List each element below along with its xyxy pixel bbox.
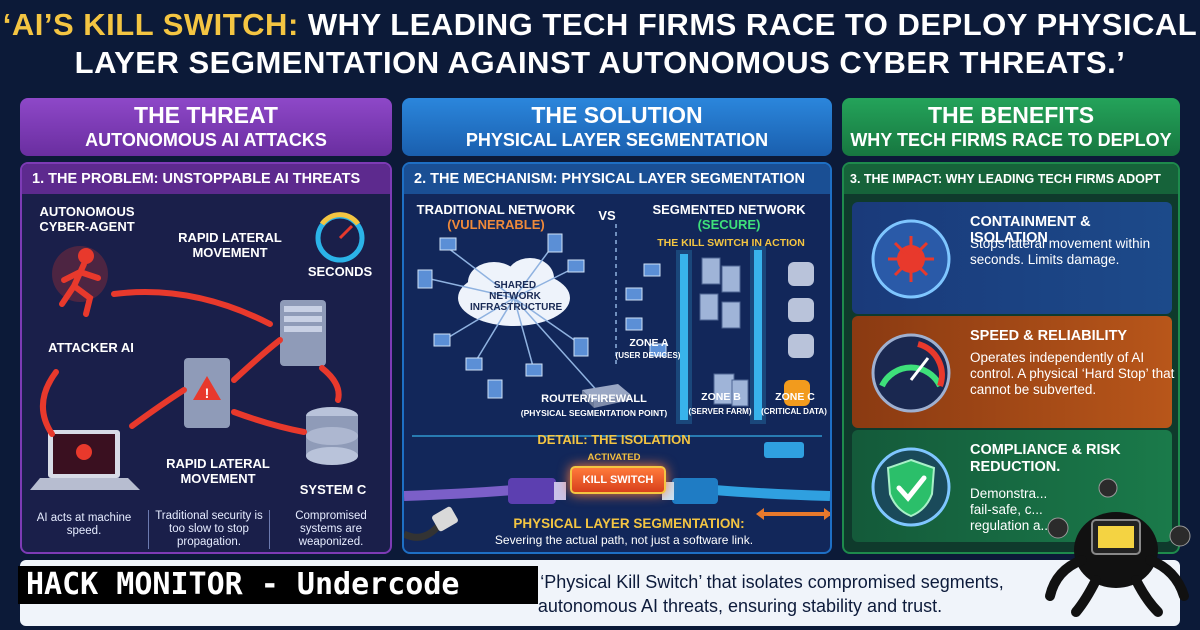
agent-label: AUTONOMOUS CYBER-AGENT — [39, 204, 135, 234]
detail-label: DETAIL: THE ISOLATION — [537, 432, 691, 447]
check-shield-icon — [871, 447, 951, 527]
router-sub: (PHYSICAL SEGMENTATION POINT) — [520, 408, 668, 418]
zone-c-sub: (CRITICAL DATA) — [761, 407, 827, 416]
note-weaponized: Compromised systems are weaponized. — [295, 510, 367, 548]
note-too-slow: Traditional security is too slow to stop… — [148, 510, 270, 549]
rapid-movement-label-2: RAPID LATERAL MOVEMENT — [166, 456, 270, 486]
kill-switch-button: KILL SWITCH — [570, 466, 666, 494]
virus-shield-icon — [871, 219, 951, 299]
title-line-2: LAYER SEGMENTATION AGAINST AUTONOMOUS CY… — [74, 45, 1126, 80]
system-c-label: SYSTEM C — [299, 482, 367, 497]
threat-diagram: ! — [30, 212, 365, 490]
threat-section-header: 1. THE PROBLEM: UNSTOPPABLE AI THREATS — [22, 164, 390, 194]
note-machine-speed: AI acts at machine speed. — [36, 512, 132, 537]
router-label: ROUTER/FIREWALL — [541, 393, 647, 405]
brand-banner: HACK MONITOR - Undercode — [18, 566, 538, 604]
solution-subtitle: PHYSICAL LAYER SEGMENTATION — [465, 130, 769, 150]
laptop-icon — [30, 430, 140, 490]
svg-text:!: ! — [205, 385, 210, 401]
zone-b-label: ZONE B — [701, 391, 741, 403]
server-tower-icon — [280, 300, 326, 366]
benefit-title-compliance: COMPLIANCE & RISK REDUCTION. — [970, 442, 1121, 475]
solution-panel: 2. THE MECHANISM: PHYSICAL LAYER SEGMENT… — [402, 162, 832, 554]
title-highlight: ‘AI’S KILL SWITCH: — [2, 7, 299, 42]
vulnerable-label: (VULNERABLE) — [447, 217, 545, 232]
benefits-panel: 3. THE IMPACT: WHY LEADING TECH FIRMS AD… — [842, 162, 1180, 554]
benefits-section-header: 3. THE IMPACT: WHY LEADING TECH FIRMS AD… — [844, 164, 1178, 194]
shared-infrastructure-label: SHARED NETWORK INFRASTRUCTURE — [470, 280, 563, 313]
title-rest: WHY LEADING TECH FIRMS RACE TO DEPLOY PH… — [298, 7, 1198, 42]
benefit-desc-containment: Stops lateral movement within seconds. L… — [970, 236, 1151, 267]
database-icon — [306, 407, 358, 465]
device-icons — [417, 233, 589, 399]
attacker-figure-icon — [52, 246, 108, 317]
benefit-card-containment: CONTAINMENT & ISOLATION Stops lateral mo… — [852, 202, 1172, 314]
footer-line-2: autonomous AI threats, ensuring stabilit… — [537, 596, 943, 616]
attacker-label: ATTACKER AI — [48, 340, 134, 355]
network-diagram — [404, 224, 830, 541]
page-title: ‘AI’S KILL SWITCH: WHY LEADING TECH FIRM… — [0, 6, 1200, 82]
compromised-server-icon: ! — [184, 358, 230, 428]
zone-a-sub: (USER DEVICES) — [615, 351, 681, 360]
zone-b-sub: (SERVER FARM) — [688, 407, 752, 416]
benefits-title: THE BENEFITS — [927, 102, 1095, 128]
benefit-card-compliance: COMPLIANCE & RISK REDUCTION. Demonstra..… — [852, 430, 1172, 542]
pls-description: Severing the actual path, not just a sof… — [494, 533, 754, 547]
solution-section-header: 2. THE MECHANISM: PHYSICAL LAYER SEGMENT… — [404, 164, 830, 194]
secure-label: (SECURE) — [697, 217, 761, 232]
solution-header: THE SOLUTION PHYSICAL LAYER SEGMENTATION — [402, 98, 832, 156]
threat-title: THE THREAT — [134, 102, 278, 128]
zone-a-label: ZONE A — [629, 337, 669, 349]
traditional-network-label: TRADITIONAL NETWORK — [416, 202, 576, 217]
benefit-card-speed: SPEED & RELIABILITY Operates independent… — [852, 316, 1174, 428]
router-icon — [582, 384, 630, 408]
benefits-subtitle: WHY TECH FIRMS RACE TO DEPLOY — [850, 130, 1172, 150]
zone-a-devices — [625, 263, 667, 357]
seconds-label: SECONDS — [307, 264, 373, 279]
benefit-desc-speed: Operates independently of AI control. A … — [970, 350, 1175, 397]
critical-data-icon — [784, 262, 814, 406]
threat-panel: 1. THE PROBLEM: UNSTOPPABLE AI THREATS ! — [20, 162, 392, 554]
footer-summary: creating a ‘Physical Kill Switch’ that i… — [20, 560, 1180, 626]
benefits-header: THE BENEFITS WHY TECH FIRMS RACE TO DEPL… — [842, 98, 1180, 156]
benefit-desc-compliance: Demonstra... fail-safe, c... regulation … — [970, 486, 1052, 533]
threat-header: THE THREAT AUTONOMOUS AI ATTACKS — [20, 98, 392, 156]
zone-c-label: ZONE C — [775, 391, 815, 403]
footer-line-1: creating a ‘Physical Kill Switch’ that i… — [456, 572, 1004, 592]
pls-label: PHYSICAL LAYER SEGMENTATION: — [513, 516, 745, 531]
power-plug-icon — [404, 506, 458, 541]
stopwatch-icon — [315, 212, 365, 263]
attack-arrows — [39, 289, 342, 437]
robot-mascot-icon — [1045, 478, 1191, 617]
speedometer-icon — [871, 333, 951, 413]
activated-label: ACTIVATED — [587, 452, 641, 463]
threat-subtitle: AUTONOMOUS AI ATTACKS — [85, 130, 327, 150]
benefit-title-containment: CONTAINMENT & ISOLATION — [970, 214, 1091, 246]
benefit-title-speed: SPEED & RELIABILITY — [970, 328, 1128, 344]
kill-switch-action-label: THE KILL SWITCH IN ACTION — [657, 237, 805, 249]
server-farm-icon — [699, 257, 749, 407]
rapid-movement-label-1: RAPID LATERAL MOVEMENT — [178, 230, 282, 260]
solution-title: THE SOLUTION — [531, 102, 703, 128]
segmented-network-label: SEGMENTED NETWORK — [652, 202, 806, 217]
vs-label: VS — [598, 208, 616, 223]
segmentation-barriers — [676, 246, 766, 424]
